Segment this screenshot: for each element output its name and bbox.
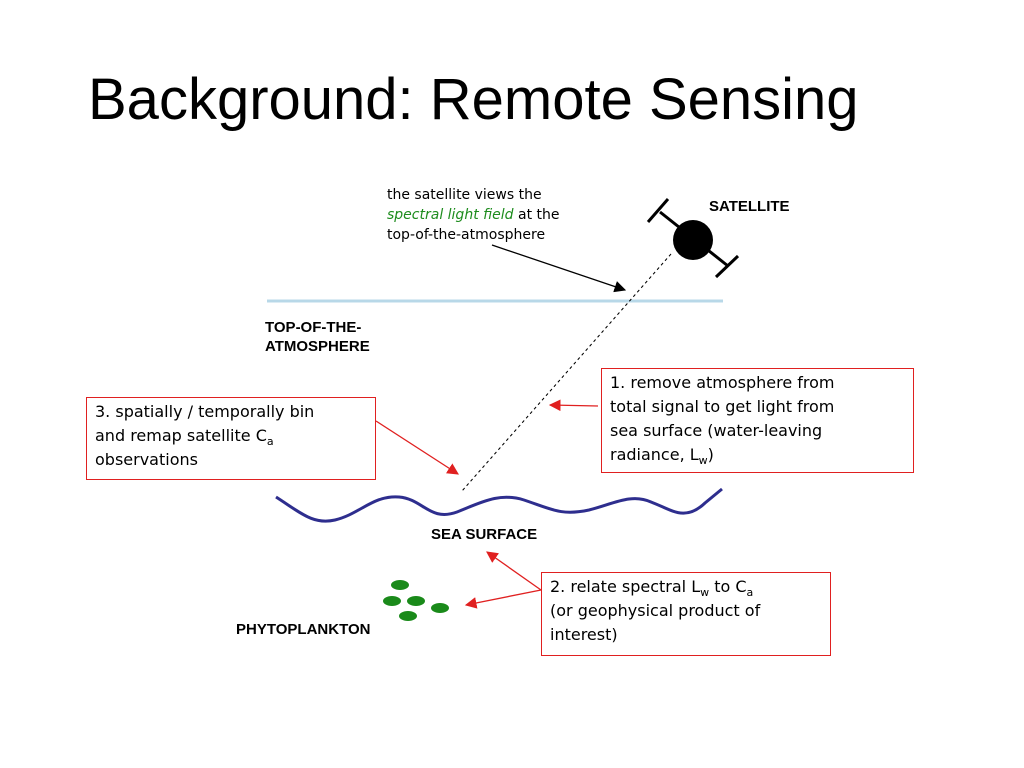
callout-step-2-line-1-mid: to C [709,577,747,596]
satellite-icon [646,198,740,279]
callout-3-arrow [375,420,459,475]
callout-step-3-line-2: and remap satellite Ca [95,424,367,448]
callout-step-1-line-1: 1. remove atmosphere from [610,373,835,392]
callout-1-arrow [548,399,599,412]
sea-surface-label: SEA SURFACE [431,526,538,543]
callout-step-2-line-2: (or geophysical product of [550,601,761,620]
satellite-note: the satellite views the spectral light f… [387,185,577,245]
phytoplankton-icon [383,580,449,621]
callout-step-3-subscript-a: a [266,435,274,449]
sea-surface-wave [275,487,723,523]
slide-title: Background: Remote Sensing [88,67,859,132]
satellite-note-text-1: the satellite views the [387,187,542,203]
callout-step-2-line-1-text: 2. relate spectral L [550,577,701,596]
satellite-view-line [461,253,672,492]
callout-step-2: 2. relate spectral Lw to Ca (or geophysi… [541,572,831,656]
callout-step-2-subscript-w: w [700,586,710,600]
phytoplankton-label: PHYTOPLANKTON [236,621,371,638]
note-arrow [491,244,627,293]
callout-step-2-line-3: interest) [550,625,618,644]
callout-step-1-line-4: radiance, Lw) [610,443,905,467]
satellite-note-emphasis: spectral light field [387,207,514,223]
callout-step-3: 3. spatially / temporally bin and remap … [86,397,376,480]
callout-step-1-line-3: sea surface (water-leaving [610,421,823,440]
callout-step-2-subscript-a: a [746,586,754,600]
callout-2-arrow-to-phytoplankton [464,589,542,609]
satellite-label: SATELLITE [709,198,790,215]
callout-step-2-line-1: 2. relate spectral Lw to Ca [550,575,822,599]
callout-step-1-line-4-text: radiance, L [610,445,699,464]
top-of-atmosphere-label: TOP-OF-THE- ATMOSPHERE [265,318,370,356]
callout-step-3-line-2-text: and remap satellite C [95,426,267,445]
top-of-atmosphere-label-line-1: TOP-OF-THE- [265,319,362,336]
top-of-atmosphere-label-line-2: ATMOSPHERE [265,338,370,355]
callout-step-1-line-2: total signal to get light from [610,397,835,416]
callout-step-1: 1. remove atmosphere from total signal t… [601,368,914,473]
callout-step-1-subscript-w: w [698,454,708,468]
callout-step-1-line-4-end: ) [707,445,714,464]
callout-2-arrow-to-sea [486,551,542,591]
satellite-note-text-2: at the top-of-the-atmosphere [387,207,560,243]
callout-step-3-line-3: observations [95,450,198,469]
callout-step-3-line-1: 3. spatially / temporally bin [95,402,315,421]
